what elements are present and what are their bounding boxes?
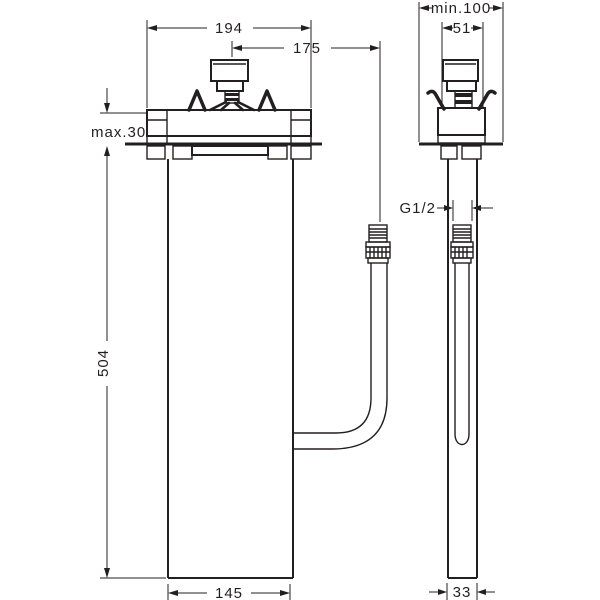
front-flange — [146, 145, 312, 160]
front-view: 194 175 max.30 504 — [91, 20, 391, 600]
side-hose — [450, 224, 474, 446]
front-cartridge — [187, 59, 277, 112]
front-deck — [146, 109, 312, 143]
dim-min-clearance: min.100 — [418, 0, 504, 142]
dim-label-33: 33 — [453, 584, 472, 600]
dim-deck-depth: 51 — [441, 20, 484, 107]
front-hose — [294, 224, 391, 450]
dim-width-top: 194 — [146, 20, 312, 108]
dim-body-width: 145 — [167, 584, 291, 600]
side-right-hook — [477, 89, 497, 111]
front-body — [167, 159, 294, 579]
side-body — [447, 159, 478, 579]
front-right-hook — [257, 89, 277, 112]
dim-label-504: 504 — [95, 349, 112, 377]
dim-body-height: 504 — [95, 156, 166, 579]
dim-label-max30: max.30 — [91, 124, 146, 141]
dim-label-175: 175 — [293, 40, 321, 57]
dim-label-51: 51 — [453, 20, 472, 37]
side-flange — [440, 145, 482, 160]
dim-label-145: 145 — [215, 585, 243, 600]
side-view: min.100 51 G1/2 — [399, 0, 504, 600]
dim-label-194: 194 — [215, 20, 243, 37]
front-left-hook — [187, 89, 207, 112]
side-left-hook — [426, 89, 446, 111]
dim-hose-offset: 175 — [231, 40, 381, 222]
side-deck — [437, 107, 486, 144]
side-cartridge — [426, 59, 497, 111]
dim-thread: G1/2 — [399, 200, 493, 221]
dim-body-depth: 33 — [429, 583, 495, 600]
dim-panel-thickness: max.30 — [91, 88, 147, 156]
dim-label-g12: G1/2 — [399, 200, 436, 217]
dim-label-min100: min.100 — [431, 0, 491, 17]
